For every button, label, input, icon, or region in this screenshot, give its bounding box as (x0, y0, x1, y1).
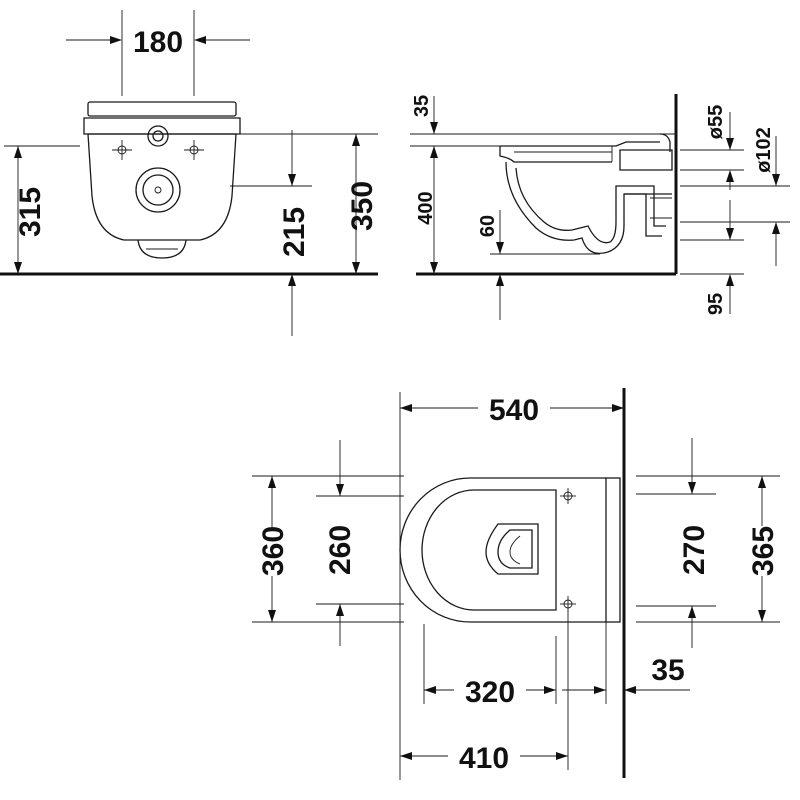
dim-plan-wall-offset: 35 (562, 622, 690, 704)
plan-width-inner-left-label: 260 (324, 525, 357, 575)
plan-fixing-top (560, 488, 576, 504)
side-view: 35 400 60 ø55 (410, 94, 790, 320)
side-toilet-profile (499, 133, 673, 255)
side-diameter-large-label: ø102 (753, 127, 775, 173)
side-bottom-offset-label: 95 (705, 293, 727, 315)
front-left-height-label: 315 (14, 187, 47, 237)
front-right-height-label: 350 (346, 181, 379, 231)
dim-side-outlet-height: 60 (477, 210, 600, 320)
plan-bowl-outline (399, 477, 621, 623)
dim-plan-bowl-length: 320 (423, 624, 557, 709)
plan-wall-offset-label: 35 (651, 654, 684, 687)
dim-front-width: 180 (66, 10, 250, 96)
plan-width-inner-right-label: 270 (678, 525, 711, 575)
dim-side-diameter-large: ø102 (680, 127, 790, 266)
plan-fixing-bottom (560, 596, 576, 612)
plan-length-label: 540 (489, 394, 539, 427)
dim-plan-width-outer-right: 365 (636, 475, 780, 623)
dim-plan-width-inner-right: 270 (636, 438, 716, 648)
dim-plan-width-inner-left: 260 (316, 440, 404, 646)
dim-plan-fixing-length: 410 (400, 610, 569, 775)
dim-plan-length: 540 (399, 392, 624, 780)
front-fixing-right (184, 140, 204, 160)
front-width-label: 180 (133, 26, 183, 59)
plan-view: 540 360 260 (252, 388, 780, 780)
plan-bowl-length-label: 320 (465, 676, 515, 709)
side-height-label: 400 (415, 191, 437, 224)
front-toilet-body (83, 101, 241, 259)
front-view: 180 315 215 350 (0, 10, 379, 336)
front-center-height-label: 215 (278, 207, 311, 257)
side-top-offset-label: 35 (411, 95, 433, 117)
plan-fixing-length-label: 410 (459, 742, 509, 775)
dim-front-right-height: 350 (240, 133, 379, 274)
dim-side-top-offset: 35 (410, 95, 676, 147)
plan-width-outer-left-label: 360 (257, 526, 290, 576)
side-outlet-height-label: 60 (477, 215, 499, 237)
dim-front-center-height: 215 (230, 130, 312, 336)
plan-width-outer-right-label: 365 (747, 526, 780, 576)
side-diameter-small-label: ø55 (705, 105, 727, 139)
dim-side-height: 400 (415, 146, 438, 274)
dim-side-diameter-small: ø55 (680, 105, 744, 190)
dim-plan-width-outer-left: 360 (252, 475, 404, 623)
front-fixing-left (112, 140, 132, 160)
dim-side-bottom-offset: 95 (680, 200, 744, 315)
dim-front-left-height: 315 (4, 145, 80, 274)
